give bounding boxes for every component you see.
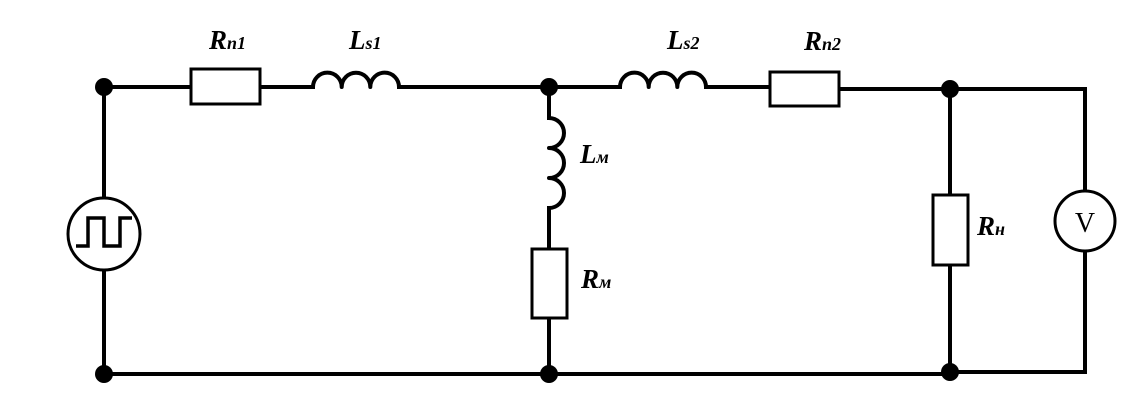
wires [102, 85, 1087, 376]
label-rm: Rм [580, 264, 611, 294]
voltmeter-symbol: V [1075, 208, 1095, 239]
resistor-rn2 [768, 70, 841, 108]
label-lm: Lм [579, 139, 609, 169]
resistor-rn1 [189, 67, 262, 106]
inductor-ls2 [618, 70, 708, 89]
label-ls2-sub: s2 [683, 33, 700, 53]
label-rn: Rн [976, 211, 1005, 241]
resistor-rn [931, 193, 970, 267]
inductor-lm [547, 116, 566, 210]
label-rm-base: R [580, 264, 599, 294]
junction-dot [941, 363, 959, 381]
label-ls2-base: L [666, 25, 684, 55]
label-ls2: Ls2 [666, 25, 700, 55]
label-rn-sub: н [995, 219, 1005, 239]
junction-dot [95, 365, 113, 383]
junction-dot [540, 78, 558, 96]
label-rn1-base: R [208, 25, 227, 55]
junction-dot [941, 80, 959, 98]
voltmeter-circle [1053, 189, 1117, 253]
junction-dot [95, 78, 113, 96]
label-rn2-sub: n2 [822, 34, 841, 54]
square-wave-icon [76, 216, 132, 248]
inductor-ls1 [311, 70, 401, 89]
pulse-source [66, 196, 142, 272]
label-rn-base: R [976, 211, 995, 241]
label-rn1-sub: n1 [227, 33, 246, 53]
label-rn2: Rn2 [803, 26, 841, 56]
voltmeter: V [1053, 189, 1117, 253]
label-rm-sub: м [598, 272, 611, 292]
junctions [95, 78, 959, 383]
label-rn2-base: R [803, 26, 822, 56]
resistor-rm [530, 247, 569, 320]
junction-dot [540, 365, 558, 383]
label-rn1: Rn1 [208, 25, 246, 55]
label-ls1-sub: s1 [365, 33, 382, 53]
label-ls1: Ls1 [348, 25, 382, 55]
label-lm-sub: м [596, 147, 609, 167]
label-ls1-base: L [348, 25, 366, 55]
label-lm-base: L [579, 139, 597, 169]
